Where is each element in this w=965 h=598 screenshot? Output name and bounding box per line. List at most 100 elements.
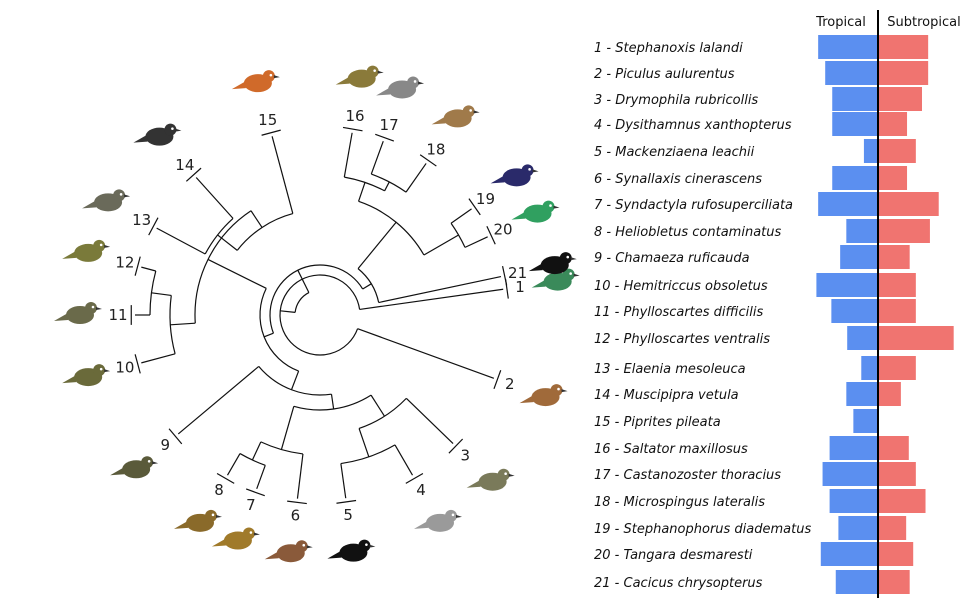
warbling-finch-icon bbox=[432, 105, 480, 127]
species-label: 2 - Piculus aulurentus bbox=[594, 67, 735, 82]
tip-bracket bbox=[262, 130, 281, 135]
tip-number: 16 bbox=[346, 107, 365, 125]
tree-branch bbox=[465, 237, 488, 248]
tree-branch bbox=[395, 445, 413, 475]
tree-branch bbox=[424, 235, 459, 255]
species-label: 16 - Saltator maxillosus bbox=[594, 442, 748, 457]
tree-branch bbox=[251, 211, 262, 228]
tropical-bar bbox=[825, 61, 878, 85]
range-panel: Tropical Subtropical 1 - Stephanoxis lal… bbox=[594, 10, 961, 598]
tropical-bar bbox=[831, 299, 878, 323]
tropical-bar bbox=[847, 326, 878, 350]
subtropical-bar bbox=[878, 516, 906, 540]
range-bars bbox=[816, 35, 953, 594]
tropical-bar bbox=[818, 192, 878, 216]
subtropical-bar bbox=[878, 570, 910, 594]
subtropical-bar bbox=[878, 219, 930, 243]
species-label: 4 - Dysithamnus xanthopterus bbox=[594, 118, 792, 133]
tree-branch bbox=[358, 329, 494, 379]
tropical-bar bbox=[830, 489, 878, 513]
tree-arc bbox=[295, 293, 309, 313]
tyrannulet-icon bbox=[62, 240, 110, 262]
tip-bracket bbox=[336, 501, 356, 504]
species-label: 9 - Chamaeza ruficauda bbox=[594, 251, 750, 266]
tip-number: 12 bbox=[115, 254, 134, 272]
woodpecker-icon bbox=[520, 384, 568, 406]
tropical-bar bbox=[846, 219, 878, 243]
tree-arc bbox=[280, 275, 360, 355]
tree-branch bbox=[341, 464, 346, 499]
species-label: 5 - Mackenziaena leachii bbox=[594, 145, 755, 160]
tree-arc bbox=[237, 214, 293, 251]
tip-bracket bbox=[135, 257, 140, 276]
tropical-bar bbox=[821, 542, 878, 566]
tropical-bar bbox=[818, 35, 878, 59]
subtropical-bar bbox=[878, 166, 907, 190]
tree-branch bbox=[406, 398, 453, 443]
tip-number: 15 bbox=[258, 111, 277, 129]
subtropical-bar bbox=[878, 273, 916, 297]
antthrush-icon bbox=[110, 456, 158, 478]
tropical-bar bbox=[838, 516, 878, 540]
tree-branch bbox=[359, 182, 365, 201]
subtropical-bar bbox=[878, 326, 954, 350]
tip-number: 2 bbox=[505, 375, 515, 393]
species-label: 8 - Heliobletus contaminatus bbox=[594, 225, 782, 240]
tip-number: 13 bbox=[132, 211, 151, 229]
tree-branch bbox=[218, 235, 238, 250]
tree-branch bbox=[228, 454, 241, 476]
tree-branch bbox=[344, 133, 352, 177]
subtropical-bar bbox=[878, 87, 922, 111]
tropical-bar bbox=[816, 273, 878, 297]
species-label: 18 - Microspingus lateralis bbox=[594, 495, 765, 510]
species-label: 15 - Piprites pileata bbox=[594, 415, 721, 430]
tree-branch bbox=[371, 141, 383, 174]
phylogenetic-tree bbox=[135, 133, 503, 499]
tip-number: 14 bbox=[175, 156, 194, 174]
tip-bracket bbox=[169, 429, 182, 444]
subtropical-bar bbox=[878, 35, 928, 59]
tree-branch bbox=[196, 178, 233, 219]
tip-number: 19 bbox=[476, 190, 495, 208]
antshrike-icon bbox=[327, 540, 375, 562]
subtropical-bar bbox=[878, 245, 910, 269]
tree-branch bbox=[291, 371, 298, 390]
species-label: 19 - Stephanophorus diadematus bbox=[594, 522, 811, 537]
species-label: 6 - Synallaxis cinerascens bbox=[594, 172, 762, 187]
tropical-bar bbox=[836, 570, 878, 594]
tip-number: 10 bbox=[115, 358, 134, 376]
tip-bracket bbox=[246, 489, 265, 496]
treehunter-icon bbox=[174, 510, 222, 532]
species-labels: 1 - Stephanoxis lalandi2 - Piculus aulur… bbox=[594, 41, 811, 591]
tree-branch bbox=[208, 259, 266, 288]
tree-branch bbox=[264, 333, 273, 337]
subtropical-bar bbox=[878, 192, 939, 216]
tip-number: 5 bbox=[343, 506, 353, 524]
species-label: 17 - Castanozoster thoracius bbox=[594, 468, 781, 483]
tree-branch bbox=[257, 465, 266, 488]
tree-branch bbox=[359, 428, 369, 456]
tree-branch bbox=[363, 284, 372, 289]
tree-arc bbox=[260, 288, 299, 371]
tropical-bar bbox=[861, 356, 878, 380]
tree-branch bbox=[280, 311, 295, 313]
species-label: 14 - Muscipipra vetula bbox=[594, 388, 739, 403]
tip-number: 21 bbox=[508, 264, 527, 282]
tropical-bar bbox=[823, 462, 878, 486]
species-label: 13 - Elaenia mesoleuca bbox=[594, 362, 746, 377]
tree-branch bbox=[252, 442, 260, 460]
elaenia-icon bbox=[82, 189, 130, 211]
tip-bracket bbox=[287, 501, 307, 503]
tree-branch bbox=[178, 366, 258, 433]
tree-branch bbox=[157, 228, 206, 254]
saltator-icon bbox=[336, 66, 384, 88]
spinetail-icon bbox=[265, 540, 313, 562]
tropical-bar bbox=[832, 112, 878, 136]
bird-illustrations bbox=[54, 66, 580, 563]
species-label: 7 - Syndactyla rufosuperciliata bbox=[594, 198, 793, 213]
tody-tyrant-icon bbox=[62, 364, 110, 386]
species-label: 11 - Phylloscartes difficilis bbox=[594, 305, 764, 320]
tree-branch bbox=[141, 354, 175, 363]
tropical-bar bbox=[830, 436, 878, 460]
